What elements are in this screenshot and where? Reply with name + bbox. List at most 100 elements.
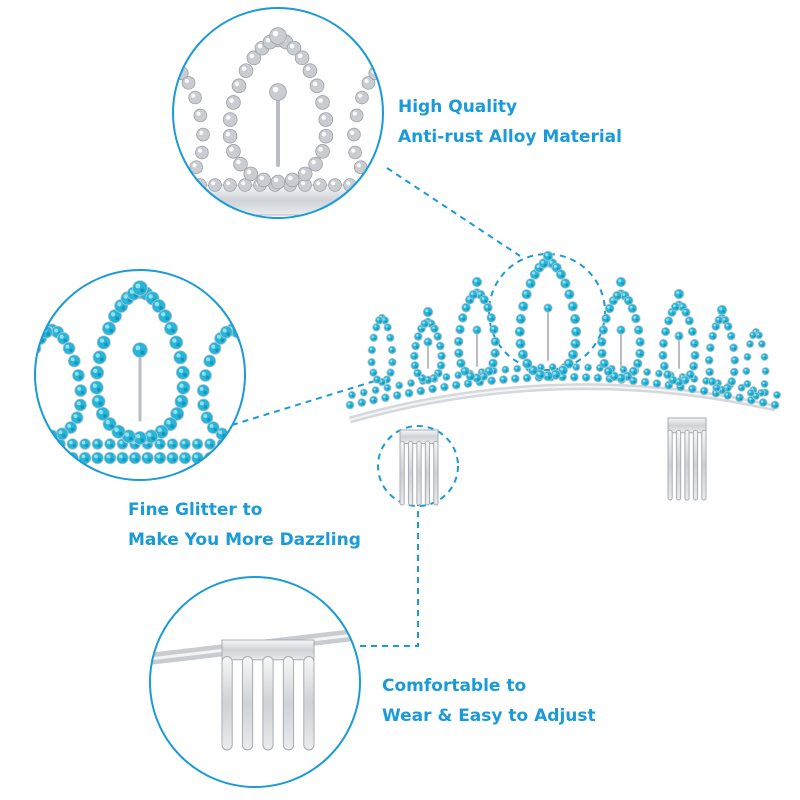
rhinestone [522,373,532,383]
rhinestone [374,316,384,325]
rhinestone [17,384,30,397]
rhinestone [92,350,107,365]
rhinestone [749,331,758,340]
rhinestone [664,316,674,326]
rhinestone [141,451,154,465]
rhinestone [423,337,433,347]
silver-bead [397,160,411,174]
rhinestone [548,363,557,372]
rhinestone [53,451,67,465]
rhinestone [633,325,644,335]
rhinestone [518,301,529,312]
rhinestone [56,332,70,345]
silver-bead [178,178,192,192]
rhinestone [435,341,445,351]
rhinestone [619,290,630,301]
zoom-circle-glitter [17,269,267,481]
rhinestone [543,303,553,313]
rhinestone [542,250,554,262]
rhinestone [727,377,737,386]
silver-bead [233,156,248,172]
silver-bead [223,178,237,192]
silver-bead [140,128,154,142]
rhinestone [513,364,522,373]
rhinestone [35,427,49,441]
rhinestone [79,438,91,450]
rhinestone [705,367,715,377]
rhinestone [372,323,381,332]
silver-bead [347,127,361,142]
rhinestone [420,319,430,329]
rhinestone [737,383,746,392]
rhinestone [501,365,510,374]
silver-bead [361,76,376,90]
silver-bead [143,109,157,123]
rhinestone [451,380,461,390]
rhinestone [499,375,508,385]
callout-comb-line1: Comfortable to [382,676,527,696]
rhinestone [757,340,766,349]
silver-bead [270,174,286,190]
rhinestone [116,451,129,465]
rhinestone [730,355,740,365]
callout-glitter-line1: Fine Glitter to [128,500,263,520]
rhinestone [428,384,438,394]
rhinestone [471,276,483,288]
rhinestone [460,366,470,377]
rhinestone [169,335,184,350]
rhinestone [254,399,267,412]
rhinestone [104,438,116,450]
rhinestone [174,394,189,409]
rhinestone [660,327,671,337]
rhinestone [383,383,392,392]
rhinestone [151,298,166,313]
rhinestone [663,370,673,380]
callout-quality: High Quality Anti-rust Alloy Material [398,92,622,152]
rhinestone [714,315,724,325]
connector-quality [386,167,521,257]
rhinestone [640,377,650,387]
rhinestone [252,369,265,382]
silver-bead [313,178,327,192]
rhinestone [635,348,645,359]
rhinestone [381,393,390,403]
rhinestone [35,438,41,450]
rhinestone [486,313,497,323]
callout-comb: Comfortable to Wear & Easy to Adjust [382,671,596,731]
silver-bead [353,160,368,174]
silver-bead [147,160,161,174]
silver-bead [328,178,342,192]
rhinestone [773,391,781,399]
rhinestone [601,313,611,324]
rhinestone [21,411,34,424]
rhinestone [219,325,233,339]
rhinestone [712,383,722,393]
callout-glitter: Fine Glitter to Make You More Dazzling [128,495,361,555]
silver-bead [286,40,302,56]
rhinestone [163,321,178,336]
silver-bead [315,95,330,110]
rhinestone [758,398,768,407]
rhinestone [413,368,423,378]
rhinestone [404,388,414,398]
silver-bead [315,144,330,159]
rhinestone [735,393,744,403]
silver-bead [155,76,169,90]
rhinestone [422,306,434,318]
rhinestone [95,406,110,421]
rhinestone [442,373,451,382]
rhinestone [463,379,473,388]
rhinestone [153,451,167,465]
rhinestone [729,367,739,377]
rhinestone [367,358,376,367]
highlight-circle-comb [377,425,459,507]
silver-bead [348,145,362,160]
silver-bead [238,63,254,78]
silver-bead [238,178,252,192]
rhinestone [35,421,40,434]
rhinestone [555,269,567,280]
callout-glitter-line2: Make You More Dazzling [128,530,361,550]
tiara-main-image [345,250,781,506]
rhinestone [658,338,669,349]
rhinestone [173,350,188,365]
